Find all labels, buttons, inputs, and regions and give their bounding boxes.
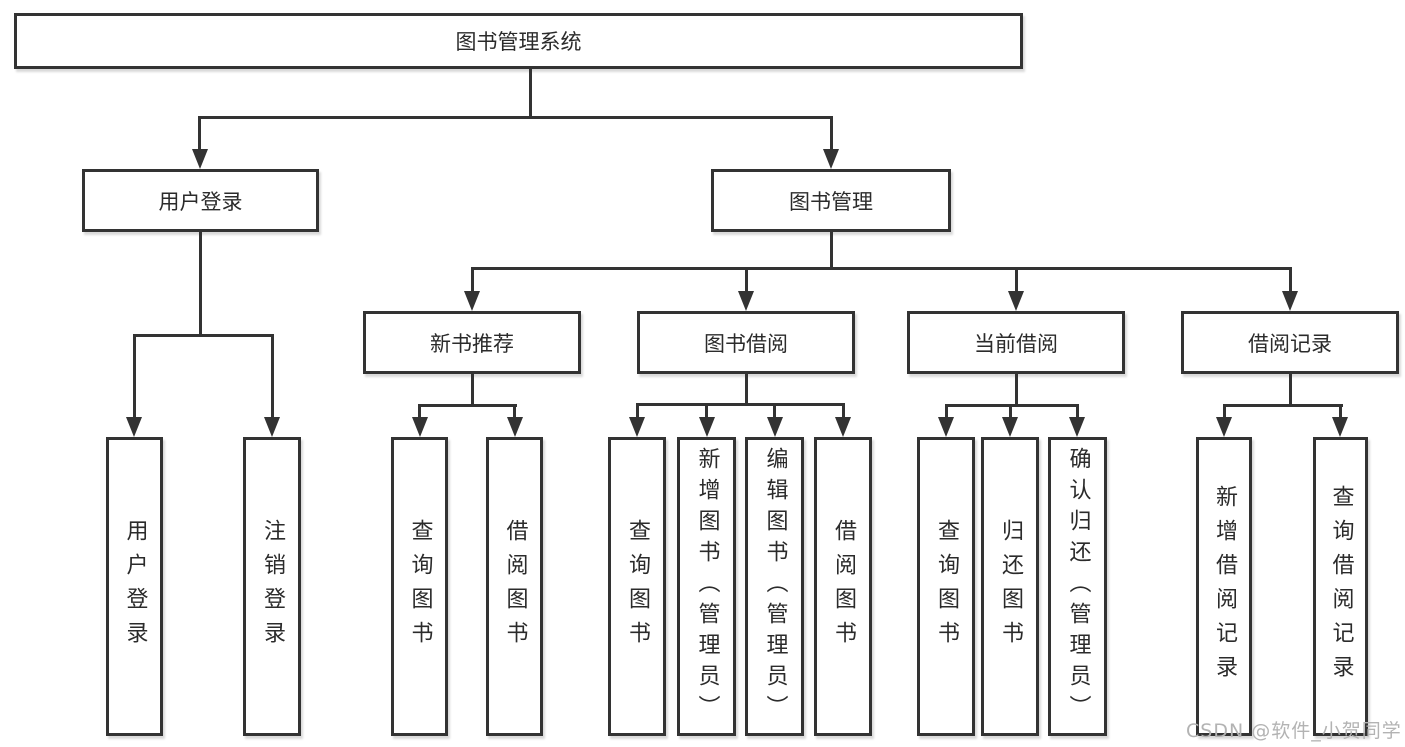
leaf-recommend-borrow-book-label: 借阅图书 bbox=[502, 518, 528, 655]
arrow-down-icon bbox=[507, 417, 523, 437]
node-book-management-label: 图书管理 bbox=[789, 189, 873, 214]
leaf-borrowing-borrow-book: 借阅图书 bbox=[814, 437, 872, 736]
connector-line bbox=[198, 116, 833, 119]
connector-line bbox=[945, 404, 948, 418]
connector-line bbox=[133, 334, 274, 337]
connector-line bbox=[133, 334, 136, 418]
connector-line bbox=[471, 267, 1292, 270]
connector-line bbox=[471, 267, 474, 293]
connector-line bbox=[1223, 404, 1226, 418]
leaf-add-borrow-record-label: 新增借阅记录 bbox=[1212, 484, 1237, 689]
leaf-user-login-label: 用户登录 bbox=[122, 518, 148, 655]
arrow-down-icon bbox=[264, 417, 280, 437]
connector-line bbox=[1223, 404, 1343, 407]
arrow-down-icon bbox=[738, 291, 754, 311]
leaf-borrowing-borrow-book-label: 借阅图书 bbox=[831, 518, 856, 655]
connector-line bbox=[418, 404, 517, 407]
connector-line bbox=[830, 116, 833, 150]
leaf-confirm-return-admin: 确认归还（管理员） bbox=[1048, 437, 1107, 736]
arrow-down-icon bbox=[629, 417, 645, 437]
node-current-borrowing-label: 当前借阅 bbox=[974, 331, 1058, 356]
connector-line bbox=[1015, 374, 1018, 407]
leaf-recommend-query-book: 查询图书 bbox=[391, 437, 448, 736]
connector-line bbox=[705, 403, 708, 418]
node-book-borrowing-label: 图书借阅 bbox=[704, 331, 788, 356]
node-user-login: 用户登录 bbox=[82, 169, 319, 232]
arrow-down-icon bbox=[1002, 417, 1018, 437]
node-book-borrowing: 图书借阅 bbox=[637, 311, 855, 374]
connector-line bbox=[529, 69, 532, 119]
leaf-return-book: 归还图书 bbox=[981, 437, 1039, 736]
leaf-borrowing-query-book: 查询图书 bbox=[608, 437, 666, 736]
node-book-management: 图书管理 bbox=[711, 169, 951, 232]
arrow-down-icon bbox=[1069, 417, 1085, 437]
connector-line bbox=[198, 116, 201, 150]
node-new-book-recommend: 新书推荐 bbox=[363, 311, 581, 374]
leaf-return-book-label: 归还图书 bbox=[998, 518, 1023, 655]
arrow-down-icon bbox=[835, 417, 851, 437]
connector-line bbox=[1076, 404, 1079, 418]
arrow-down-icon bbox=[1282, 291, 1298, 311]
leaf-recommend-borrow-book: 借阅图书 bbox=[486, 437, 543, 736]
leaf-borrowing-query-book-label: 查询图书 bbox=[625, 518, 650, 655]
connector-line bbox=[1339, 404, 1342, 418]
arrow-down-icon bbox=[192, 149, 208, 169]
arrow-down-icon bbox=[412, 417, 428, 437]
arrow-down-icon bbox=[1332, 417, 1348, 437]
leaf-add-borrow-record: 新增借阅记录 bbox=[1196, 437, 1252, 736]
leaf-confirm-return-admin-label: 确认归还（管理员） bbox=[1065, 447, 1091, 726]
leaf-edit-book-admin-label: 编辑图书（管理员） bbox=[762, 447, 788, 726]
connector-line bbox=[745, 267, 748, 293]
arrow-down-icon bbox=[823, 149, 839, 169]
node-new-book-recommend-label: 新书推荐 bbox=[430, 331, 514, 356]
connector-line bbox=[199, 232, 202, 337]
leaf-edit-book-admin: 编辑图书（管理员） bbox=[745, 437, 804, 736]
leaf-recommend-query-book-label: 查询图书 bbox=[407, 518, 433, 655]
node-root-label: 图书管理系统 bbox=[455, 30, 582, 54]
leaf-current-query-book-label: 查询图书 bbox=[934, 518, 959, 655]
connector-line bbox=[830, 232, 833, 270]
connector-line bbox=[945, 404, 1079, 407]
node-borrow-records: 借阅记录 bbox=[1181, 311, 1399, 374]
leaf-add-book-admin: 新增图书（管理员） bbox=[677, 437, 736, 736]
arrow-down-icon bbox=[126, 417, 142, 437]
connector-line bbox=[745, 374, 748, 406]
connector-line bbox=[773, 403, 776, 418]
arrow-down-icon bbox=[1216, 417, 1232, 437]
node-borrow-records-label: 借阅记录 bbox=[1248, 331, 1332, 356]
leaf-current-query-book: 查询图书 bbox=[917, 437, 975, 736]
connector-line bbox=[271, 334, 274, 418]
node-user-login-label: 用户登录 bbox=[158, 189, 243, 214]
leaf-user-login: 用户登录 bbox=[106, 437, 163, 736]
connector-line bbox=[636, 403, 639, 418]
arrow-down-icon bbox=[1008, 291, 1024, 311]
connector-line bbox=[1289, 374, 1292, 407]
node-current-borrowing: 当前借阅 bbox=[907, 311, 1125, 374]
connector-line bbox=[513, 404, 516, 418]
leaf-logout: 注销登录 bbox=[243, 437, 301, 736]
leaf-query-borrow-record: 查询借阅记录 bbox=[1313, 437, 1368, 736]
connector-line bbox=[636, 403, 845, 406]
connector-line bbox=[471, 374, 474, 407]
connector-line bbox=[1015, 267, 1018, 293]
arrow-down-icon bbox=[699, 417, 715, 437]
connector-line bbox=[418, 404, 421, 418]
arrow-down-icon bbox=[464, 291, 480, 311]
connector-line bbox=[1289, 267, 1292, 293]
leaf-add-book-admin-label: 新增图书（管理员） bbox=[694, 447, 720, 726]
node-root: 图书管理系统 bbox=[14, 13, 1023, 69]
connector-line bbox=[842, 403, 845, 418]
leaf-logout-label: 注销登录 bbox=[260, 518, 285, 655]
leaf-query-borrow-record-label: 查询借阅记录 bbox=[1328, 484, 1354, 689]
connector-line bbox=[1009, 404, 1012, 418]
arrow-down-icon bbox=[938, 417, 954, 437]
csdn-watermark: CSDN @软件_小贺同学 bbox=[1186, 720, 1402, 742]
arrow-down-icon bbox=[767, 417, 783, 437]
